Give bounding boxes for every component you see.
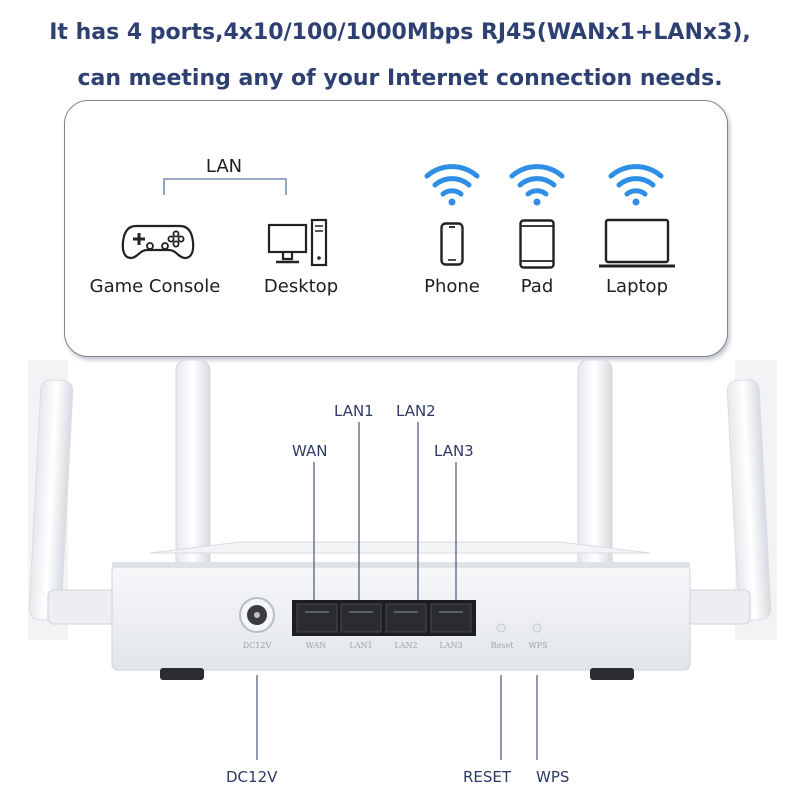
connection-diagram-card <box>64 100 728 357</box>
panel-label-reset: Reset <box>490 641 514 650</box>
panel-label-lan3: LAN3 <box>439 641 463 650</box>
callout-reset: RESET <box>463 768 512 786</box>
desktop-icon <box>267 218 328 267</box>
phone-icon <box>440 222 464 266</box>
panel-label-wan: WAN <box>305 641 327 650</box>
device-label-phone: Phone <box>424 276 480 297</box>
panel-label-wps: WPS <box>528 641 548 650</box>
callout-lan3: LAN3 <box>434 442 474 460</box>
wifi-icon <box>509 164 565 206</box>
callout-wan: WAN <box>292 442 328 460</box>
router-illustration <box>28 359 777 760</box>
callout-wps: WPS <box>536 768 570 786</box>
callout-dc12v: DC12V <box>226 768 278 786</box>
device-label-pad: Pad <box>520 276 554 297</box>
tablet-icon <box>519 219 555 269</box>
callout-lan1: LAN1 <box>334 402 374 420</box>
callout-lan2: LAN2 <box>396 402 436 420</box>
device-label-game-console: Game Console <box>89 276 221 297</box>
wifi-icon <box>608 164 664 206</box>
laptop-icon <box>599 218 675 268</box>
panel-label-dc: DC12V <box>242 641 272 650</box>
device-label-desktop: Desktop <box>263 276 339 297</box>
lan-label: LAN <box>205 156 243 177</box>
panel-label-lan2: LAN2 <box>394 641 418 650</box>
headline-line-2: can meeting any of your Internet connect… <box>77 66 723 91</box>
wifi-icon <box>424 164 480 206</box>
gamepad-icon <box>121 224 195 260</box>
lan-bracket <box>163 178 287 195</box>
headline-line-1: It has 4 ports,4x10/100/1000Mbps RJ45(WA… <box>49 20 751 45</box>
panel-label-lan1: LAN1 <box>349 641 373 650</box>
device-label-laptop: Laptop <box>606 276 668 297</box>
